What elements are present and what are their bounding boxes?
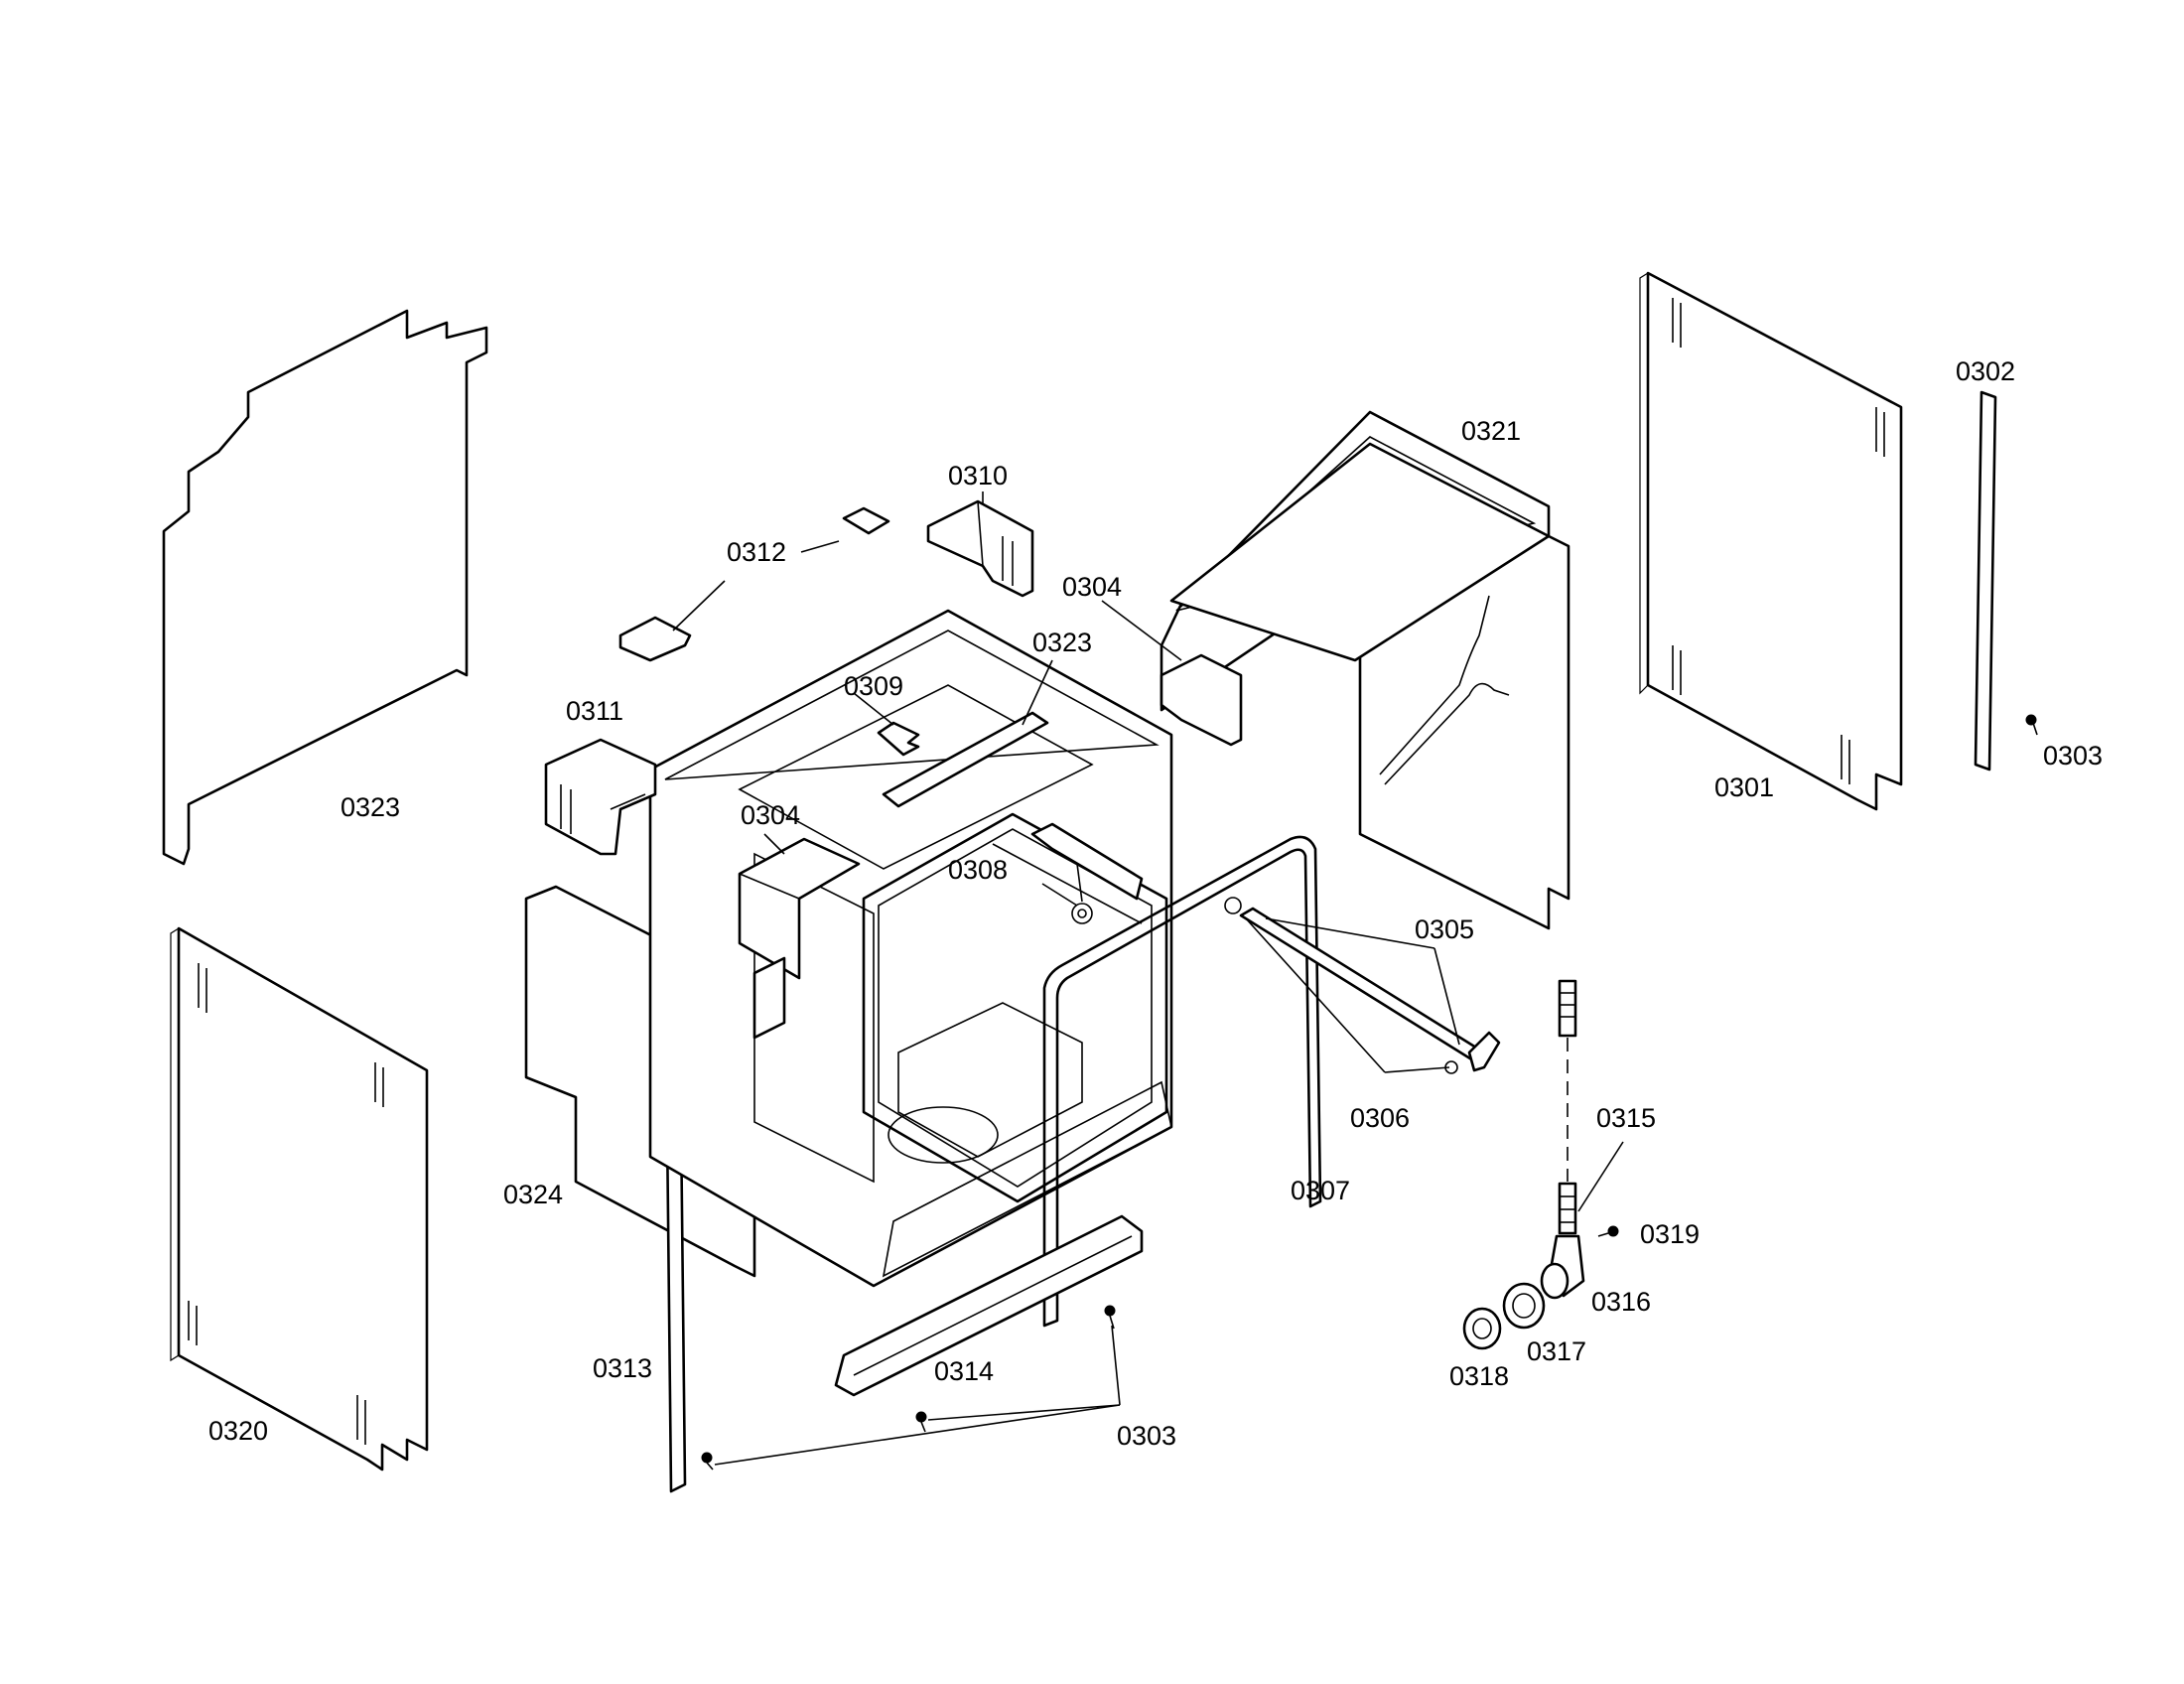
callout-0319: 0319 (1640, 1219, 1700, 1249)
callout-0317: 0317 (1527, 1336, 1586, 1366)
part-0303-screw[interactable] (2025, 714, 2038, 736)
part-0320-side-panel[interactable] (170, 926, 429, 1472)
callout-0315: 0315 (1596, 1103, 1656, 1133)
part-0312-clip[interactable] (618, 506, 890, 662)
callout-0312: 0312 (727, 537, 786, 567)
callout-0310: 0310 (948, 461, 1008, 491)
callout-0320: 0320 (208, 1416, 268, 1446)
callout-0303-bottom: 0303 (1117, 1421, 1176, 1451)
callout-0301: 0301 (1714, 772, 1774, 802)
part-0316-fitting[interactable] (1540, 1234, 1585, 1300)
callout-0324: 0324 (503, 1180, 563, 1209)
callout-0311: 0311 (566, 696, 623, 726)
part-0307-gasket[interactable] (1042, 835, 1322, 1328)
tub-body (648, 609, 1173, 1288)
part-0301-side-panel[interactable] (1639, 271, 1903, 811)
callout-0318: 0318 (1449, 1361, 1509, 1391)
part-0323-insulation-panel[interactable] (162, 309, 488, 866)
callout-0307: 0307 (1291, 1176, 1350, 1205)
part-0302-strip[interactable] (1974, 390, 1997, 772)
callout-0323-left: 0323 (341, 792, 400, 822)
part-0305-rod[interactable] (1239, 907, 1501, 1072)
part-0315-hose[interactable] (1558, 979, 1577, 1235)
callout-0323-top: 0323 (1032, 628, 1092, 657)
callout-0304-right: 0304 (1062, 572, 1122, 602)
callout-0305: 0305 (1415, 914, 1474, 944)
callout-0313: 0313 (593, 1353, 652, 1383)
callout-0308: 0308 (948, 855, 1008, 885)
part-0310-bracket[interactable] (926, 499, 1034, 598)
callout-0316: 0316 (1591, 1287, 1651, 1317)
part-0311-bracket[interactable] (544, 738, 657, 856)
part-0321-insulation-panel[interactable] (1160, 410, 1570, 930)
callout-0303-top: 0303 (2043, 741, 2103, 771)
part-0314-kickplate[interactable] (834, 1214, 1144, 1397)
part-0319-screw[interactable] (1597, 1225, 1619, 1237)
callout-0309: 0309 (844, 671, 903, 701)
part-0317-nut[interactable] (1502, 1282, 1546, 1330)
callout-0304-left: 0304 (741, 800, 800, 830)
callout-labels: 0323 0320 0324 0313 0311 0312 0310 0304 … (208, 356, 2103, 1451)
leader-lines (672, 491, 1624, 1466)
part-0303-screw-group[interactable] (701, 1305, 1116, 1471)
callout-0321: 0321 (1461, 416, 1521, 446)
callout-0306: 0306 (1350, 1103, 1410, 1133)
part-0318-washer[interactable] (1462, 1307, 1502, 1350)
callout-0302: 0302 (1956, 356, 2015, 386)
callout-0314: 0314 (934, 1356, 994, 1386)
